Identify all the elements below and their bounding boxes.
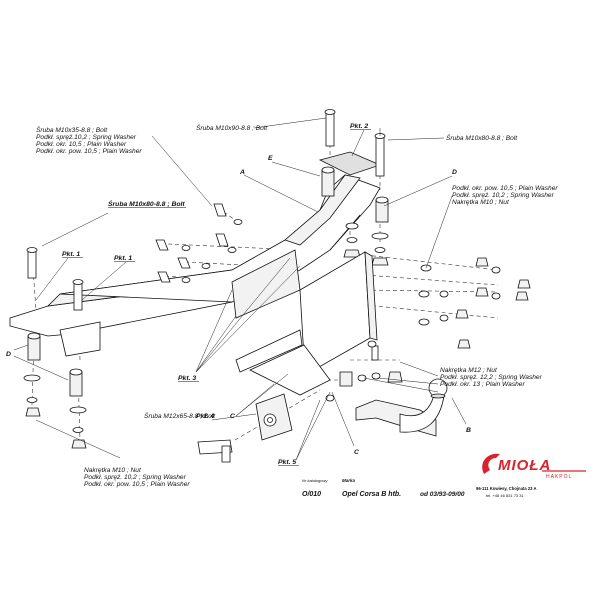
catalog-number: O/010 [302, 491, 321, 498]
leader-lines [13, 117, 467, 461]
production-years: od 03/93-09/00 [420, 491, 465, 498]
label-plain-washer-10-5-a: Podkł. okr. 10,5 ; Plain Washer [36, 141, 127, 148]
label-nut-m10-b: Nakrętka M10 ; Nut [84, 467, 142, 474]
label-letter-d-right: D [452, 169, 457, 176]
label-bolt-m10x80-left: Śruba M10x80-8.8 ; Bolt [108, 199, 185, 208]
label-pkt1-a: Pkt. 1 [62, 251, 80, 258]
right-fastener-rows [418, 257, 531, 349]
label-plain-washer-13: Podkł. okr. 13 ; Plain Washer [440, 381, 525, 388]
label-pkt4: Pkt. 4 [196, 413, 214, 420]
central-bolts-m10x35 [155, 203, 243, 283]
mounting-plate [231, 249, 379, 396]
label-spring-washer-12-2: Podkł. spręż. 12,2 ; Spring Washer [440, 374, 543, 381]
logo-brand-name: MIOŁA [498, 457, 551, 474]
labels: Śruba M10x35-8.8 ; Bolt Podkł. spręż.10,… [6, 123, 558, 488]
logo-sub-name: HAKPOL [546, 474, 572, 480]
label-bolt-m10x90: Śruba M10x90-8.8 ; Bolt [196, 123, 268, 132]
label-plain-washer-pow-10-5-a: Podkł. okr. pow. 10,5 ; Plain Washer [36, 148, 142, 155]
tow-ball-assembly [197, 340, 448, 463]
label-letter-a: A [239, 169, 245, 176]
label-bolt-m12x65: Śruba M12x65-8.8 ; Bolt [144, 411, 216, 420]
label-pkt1-b: Pkt. 1 [114, 255, 132, 262]
label-plain-washer-pow-10-5-c: Podkł. okr. pow. 10,5 ; Plain Washer [84, 481, 190, 488]
label-bolt-m10x35: Śruba M10x35-8.8 ; Bolt [36, 125, 108, 134]
label-letter-c-right: C [354, 449, 359, 456]
label-letter-d-left: D [6, 351, 11, 358]
label-nut-m10-a: Nakrętka M10 ; Nut [452, 199, 510, 206]
label-spring-washer-10-2-b: Podkł. spręż. 10,2 ; Spring Washer [452, 192, 555, 199]
label-bolt-m10x80-right: Śruba M10x80-8.8 ; Bolt [446, 133, 518, 142]
main-crossbar-beam [9, 151, 382, 357]
catalog-footer: Nr katalogowy Marka O/010 Opel Corsa B h… [302, 478, 465, 498]
logo-swoosh-icon [482, 453, 500, 474]
catalog-number-caption: Nr katalogowy [302, 478, 328, 483]
label-letter-b: B [466, 427, 471, 434]
label-spring-washer-10-2-a: Podkł. spręż.10,2 ; Spring Washer [36, 134, 137, 141]
logo-mark [482, 453, 586, 474]
label-pkt5: Pkt. 5 [278, 459, 296, 466]
label-spring-washer-10-2-c: Podkł. spręż. 10,2 ; Spring Washer [84, 474, 187, 481]
car-model: Opel Corsa B htb. [342, 491, 401, 498]
label-pkt2: Pkt. 2 [350, 123, 368, 130]
label-nut-m12: Nakrętka M12 ; Nut [440, 367, 498, 374]
label-letter-e: E [268, 155, 273, 162]
left-bracket-assembly [23, 247, 87, 449]
brand-caption: Marka [342, 478, 356, 483]
label-plain-washer-pow-10-5-b: Podkł. okr. pow. 10,5 ; Plain Washer [452, 185, 558, 192]
company-phone: tel. +48 46 831 73 31 [486, 493, 524, 498]
label-letter-c-left: C [230, 413, 235, 420]
company-logo: MIOŁA HAKPOL 96-111 Kowiesy, Chojnata 23… [476, 457, 572, 498]
label-pkt3: Pkt. 3 [178, 375, 196, 382]
company-address: 96-111 Kowiesy, Chojnata 23 A [476, 486, 537, 491]
